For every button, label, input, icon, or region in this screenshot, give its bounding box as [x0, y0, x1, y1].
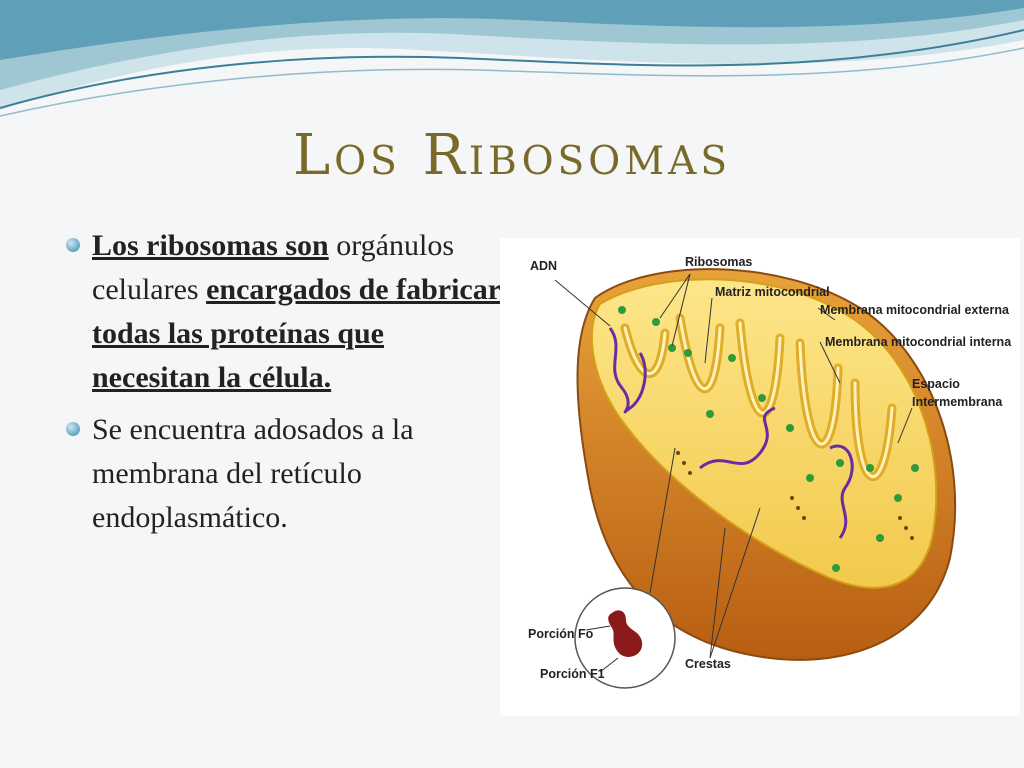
label-porcion-f1: Porción F1 [540, 667, 605, 681]
bullet-text: orgánulos celulares [92, 229, 454, 306]
bullet-text: Se encuentra adosados a la membrana del … [92, 413, 414, 534]
dna-strand [699, 406, 776, 470]
atp-synthase-shape [608, 610, 643, 657]
header-wave-decoration [0, 0, 1024, 117]
slide-title: Los Ribosomas [292, 123, 732, 188]
mitochondria-illustration: ADN Ribosomas Matriz mitocondrial Membra… [528, 255, 1012, 689]
bullet-item: Se encuentra adosados a la membrana del … [62, 408, 502, 540]
label-intermembrana: Intermembrana [912, 395, 1003, 409]
label-porcion-fo: Porción Fo [528, 627, 594, 641]
dna-strand [829, 444, 854, 539]
label-crestas: Crestas [685, 657, 731, 671]
label-membrana-externa: Membrana mitocondrial externa [820, 303, 1010, 317]
bullet-icon [66, 422, 80, 436]
inner-compartment [590, 278, 938, 589]
dna-strand [608, 327, 647, 414]
bullet-text-emphasis: Los ribosomas son [92, 229, 329, 262]
label-membrana-interna: Membrana mitocondrial interna [825, 335, 1012, 349]
bullet-list: Los ribosomas son orgánulos celulares en… [62, 224, 502, 548]
label-espacio: Espacio [912, 377, 960, 391]
label-matriz-mitocondrial: Matriz mitocondrial [715, 285, 830, 299]
bullet-icon [66, 238, 80, 252]
label-adn: ADN [530, 259, 557, 273]
bullet-text-emphasis: encargados de fabricar todas las proteín… [92, 273, 502, 394]
label-ribosomas: Ribosomas [685, 255, 752, 269]
mitochondria-diagram: ADN Ribosomas Matriz mitocondrial Membra… [500, 238, 1020, 716]
bullet-item: Los ribosomas son orgánulos celulares en… [62, 224, 502, 400]
